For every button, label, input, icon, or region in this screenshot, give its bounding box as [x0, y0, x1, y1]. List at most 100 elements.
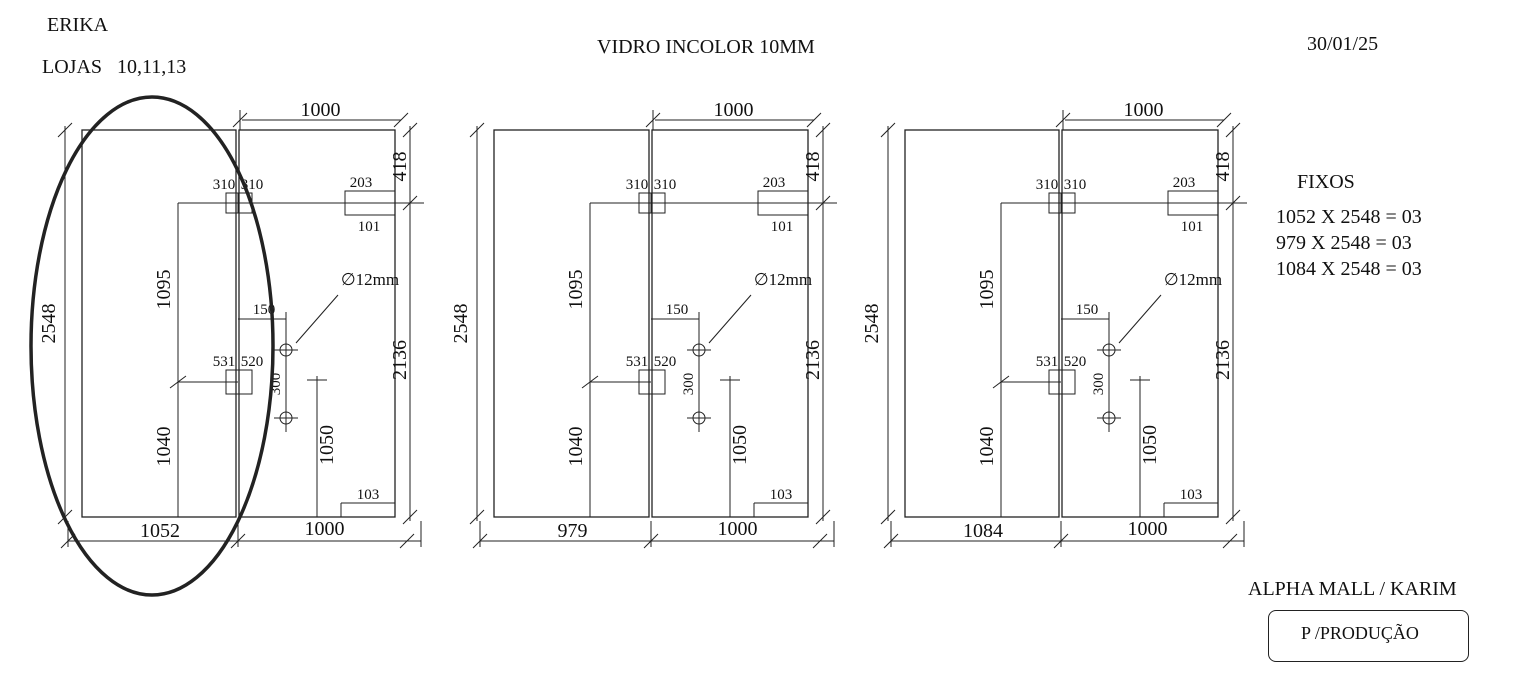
handle-height-label: 1050	[729, 425, 751, 465]
hole-leader-line	[1118, 294, 1162, 344]
lower-hinge-label-a: 531	[626, 354, 649, 370]
fixed-panels-title: FIXOS	[1297, 171, 1355, 193]
dimension-tick	[806, 112, 822, 128]
upper-fitting-box	[1167, 190, 1219, 216]
handle-height-label: 1050	[316, 425, 338, 465]
hole-leader-line	[295, 294, 339, 344]
production-stamp-label: P /PRODUÇÃO	[1301, 623, 1419, 643]
dimension-tick	[643, 533, 659, 549]
upper-hinge-label-b: 310	[654, 177, 677, 193]
dimension-tick	[57, 122, 73, 138]
fixed-width-label: 1084	[963, 520, 1003, 542]
handle-offset-label: 150	[253, 302, 276, 318]
lower-hinge-label-a: 531	[213, 354, 236, 370]
dimension-tick	[815, 122, 831, 138]
upper-fitting-box	[757, 190, 809, 216]
door-top-width-label: 1000	[714, 99, 754, 121]
upper-hinge-height-label: 1095	[565, 270, 587, 310]
dimension-tick	[469, 509, 485, 525]
lower-hinge-label-b: 520	[1064, 354, 1087, 370]
fixed-panel-line: 979 X 2548 = 03	[1276, 232, 1412, 254]
hole-diameter-label: ∅12mm	[341, 270, 399, 289]
dimension-tick	[1055, 112, 1071, 128]
lower-hinge-label-b: 520	[654, 354, 677, 370]
dimension-tick	[883, 533, 899, 549]
bottom-fitting-label: 103	[1180, 487, 1203, 503]
upper-fitting-width-label: 203	[763, 175, 786, 191]
dimension-tick	[469, 122, 485, 138]
upper-fitting-width-label: 203	[1173, 175, 1196, 191]
door-height-label: 2136	[802, 340, 824, 380]
upper-fitting-height-label: 101	[358, 219, 381, 235]
upper-fitting-width-label: 203	[350, 175, 373, 191]
handle-offset-label: 150	[666, 302, 689, 318]
door-top-width-label: 1000	[301, 99, 341, 121]
hole-diameter-label: ∅12mm	[754, 270, 812, 289]
handle-spacing-label: 300	[1091, 373, 1107, 396]
lower-hinge-box	[225, 369, 253, 395]
upper-hinge-label-a: 310	[626, 177, 649, 193]
upper-hinge-label-a: 310	[1036, 177, 1059, 193]
dimension-tick	[880, 509, 896, 525]
upper-fitting-box	[344, 190, 396, 216]
lower-hinge-box	[1048, 369, 1076, 395]
hole-diameter-label: ∅12mm	[1164, 270, 1222, 289]
upper-hinge-box	[1060, 192, 1076, 214]
dimension-tick	[880, 122, 896, 138]
dimension-tick	[393, 112, 409, 128]
handle-offset-label: 150	[1076, 302, 1099, 318]
dimension-tick	[169, 375, 187, 389]
client-name: ERIKA	[47, 14, 109, 36]
upper-fitting-height-label: 101	[771, 219, 794, 235]
upper-fitting-height-label: 101	[1181, 219, 1204, 235]
fixed-glass-panel	[493, 129, 650, 518]
lower-hinge-box	[638, 369, 666, 395]
total-height-label: 2548	[861, 304, 883, 344]
door-width-label: 1000	[1128, 518, 1168, 540]
dimension-tick	[232, 112, 248, 128]
fixed-panel-line: 1052 X 2548 = 03	[1276, 206, 1422, 228]
lower-hinge-label-b: 520	[241, 354, 264, 370]
dimension-tick	[992, 375, 1010, 389]
handle-spacing-label: 300	[681, 373, 697, 396]
dimension-tick	[230, 533, 246, 549]
transom-height-label: 418	[389, 152, 411, 182]
upper-hinge-label-b: 310	[1064, 177, 1087, 193]
upper-hinge-height-label: 1095	[976, 270, 998, 310]
transom-height-label: 418	[802, 152, 824, 182]
door-width-label: 1000	[305, 518, 345, 540]
hole-leader-line	[708, 294, 752, 344]
upper-hinge-box	[650, 192, 666, 214]
store-numbers: LOJAS 10,11,13	[42, 56, 187, 78]
total-height-label: 2548	[38, 304, 60, 344]
drawing-date: 30/01/25	[1307, 33, 1379, 55]
door-height-label: 2136	[389, 340, 411, 380]
dimension-tick	[1053, 533, 1069, 549]
door-width-label: 1000	[718, 518, 758, 540]
fixed-panel-line: 1084 X 2548 = 03	[1276, 258, 1422, 280]
bottom-fitting-label: 103	[770, 487, 793, 503]
lower-hinge-height-label: 1040	[565, 427, 587, 467]
fixed-glass-panel	[904, 129, 1060, 518]
highlight-ellipse	[29, 95, 275, 597]
fixed-glass-panel	[81, 129, 237, 518]
lower-hinge-label-a: 531	[1036, 354, 1059, 370]
project-name: ALPHA MALL / KARIM	[1248, 578, 1457, 600]
lower-hinge-height-label: 1040	[153, 427, 175, 467]
bottom-fitting-label: 103	[357, 487, 380, 503]
fixed-width-label: 979	[558, 520, 588, 542]
dimension-tick	[472, 533, 488, 549]
dimension-tick	[815, 509, 831, 525]
production-stamp: P /PRODUÇÃO	[1268, 610, 1469, 662]
total-height-label: 2548	[450, 304, 472, 344]
dimension-tick	[645, 112, 661, 128]
upper-hinge-label-a: 310	[213, 177, 236, 193]
dimension-tick	[1222, 533, 1238, 549]
dimension-tick	[1225, 509, 1241, 525]
door-height-label: 2136	[1212, 340, 1234, 380]
dimension-tick	[399, 533, 415, 549]
dimension-tick	[1225, 122, 1241, 138]
dimension-tick	[812, 533, 828, 549]
glass-spec-title: VIDRO INCOLOR 10MM	[597, 36, 815, 58]
